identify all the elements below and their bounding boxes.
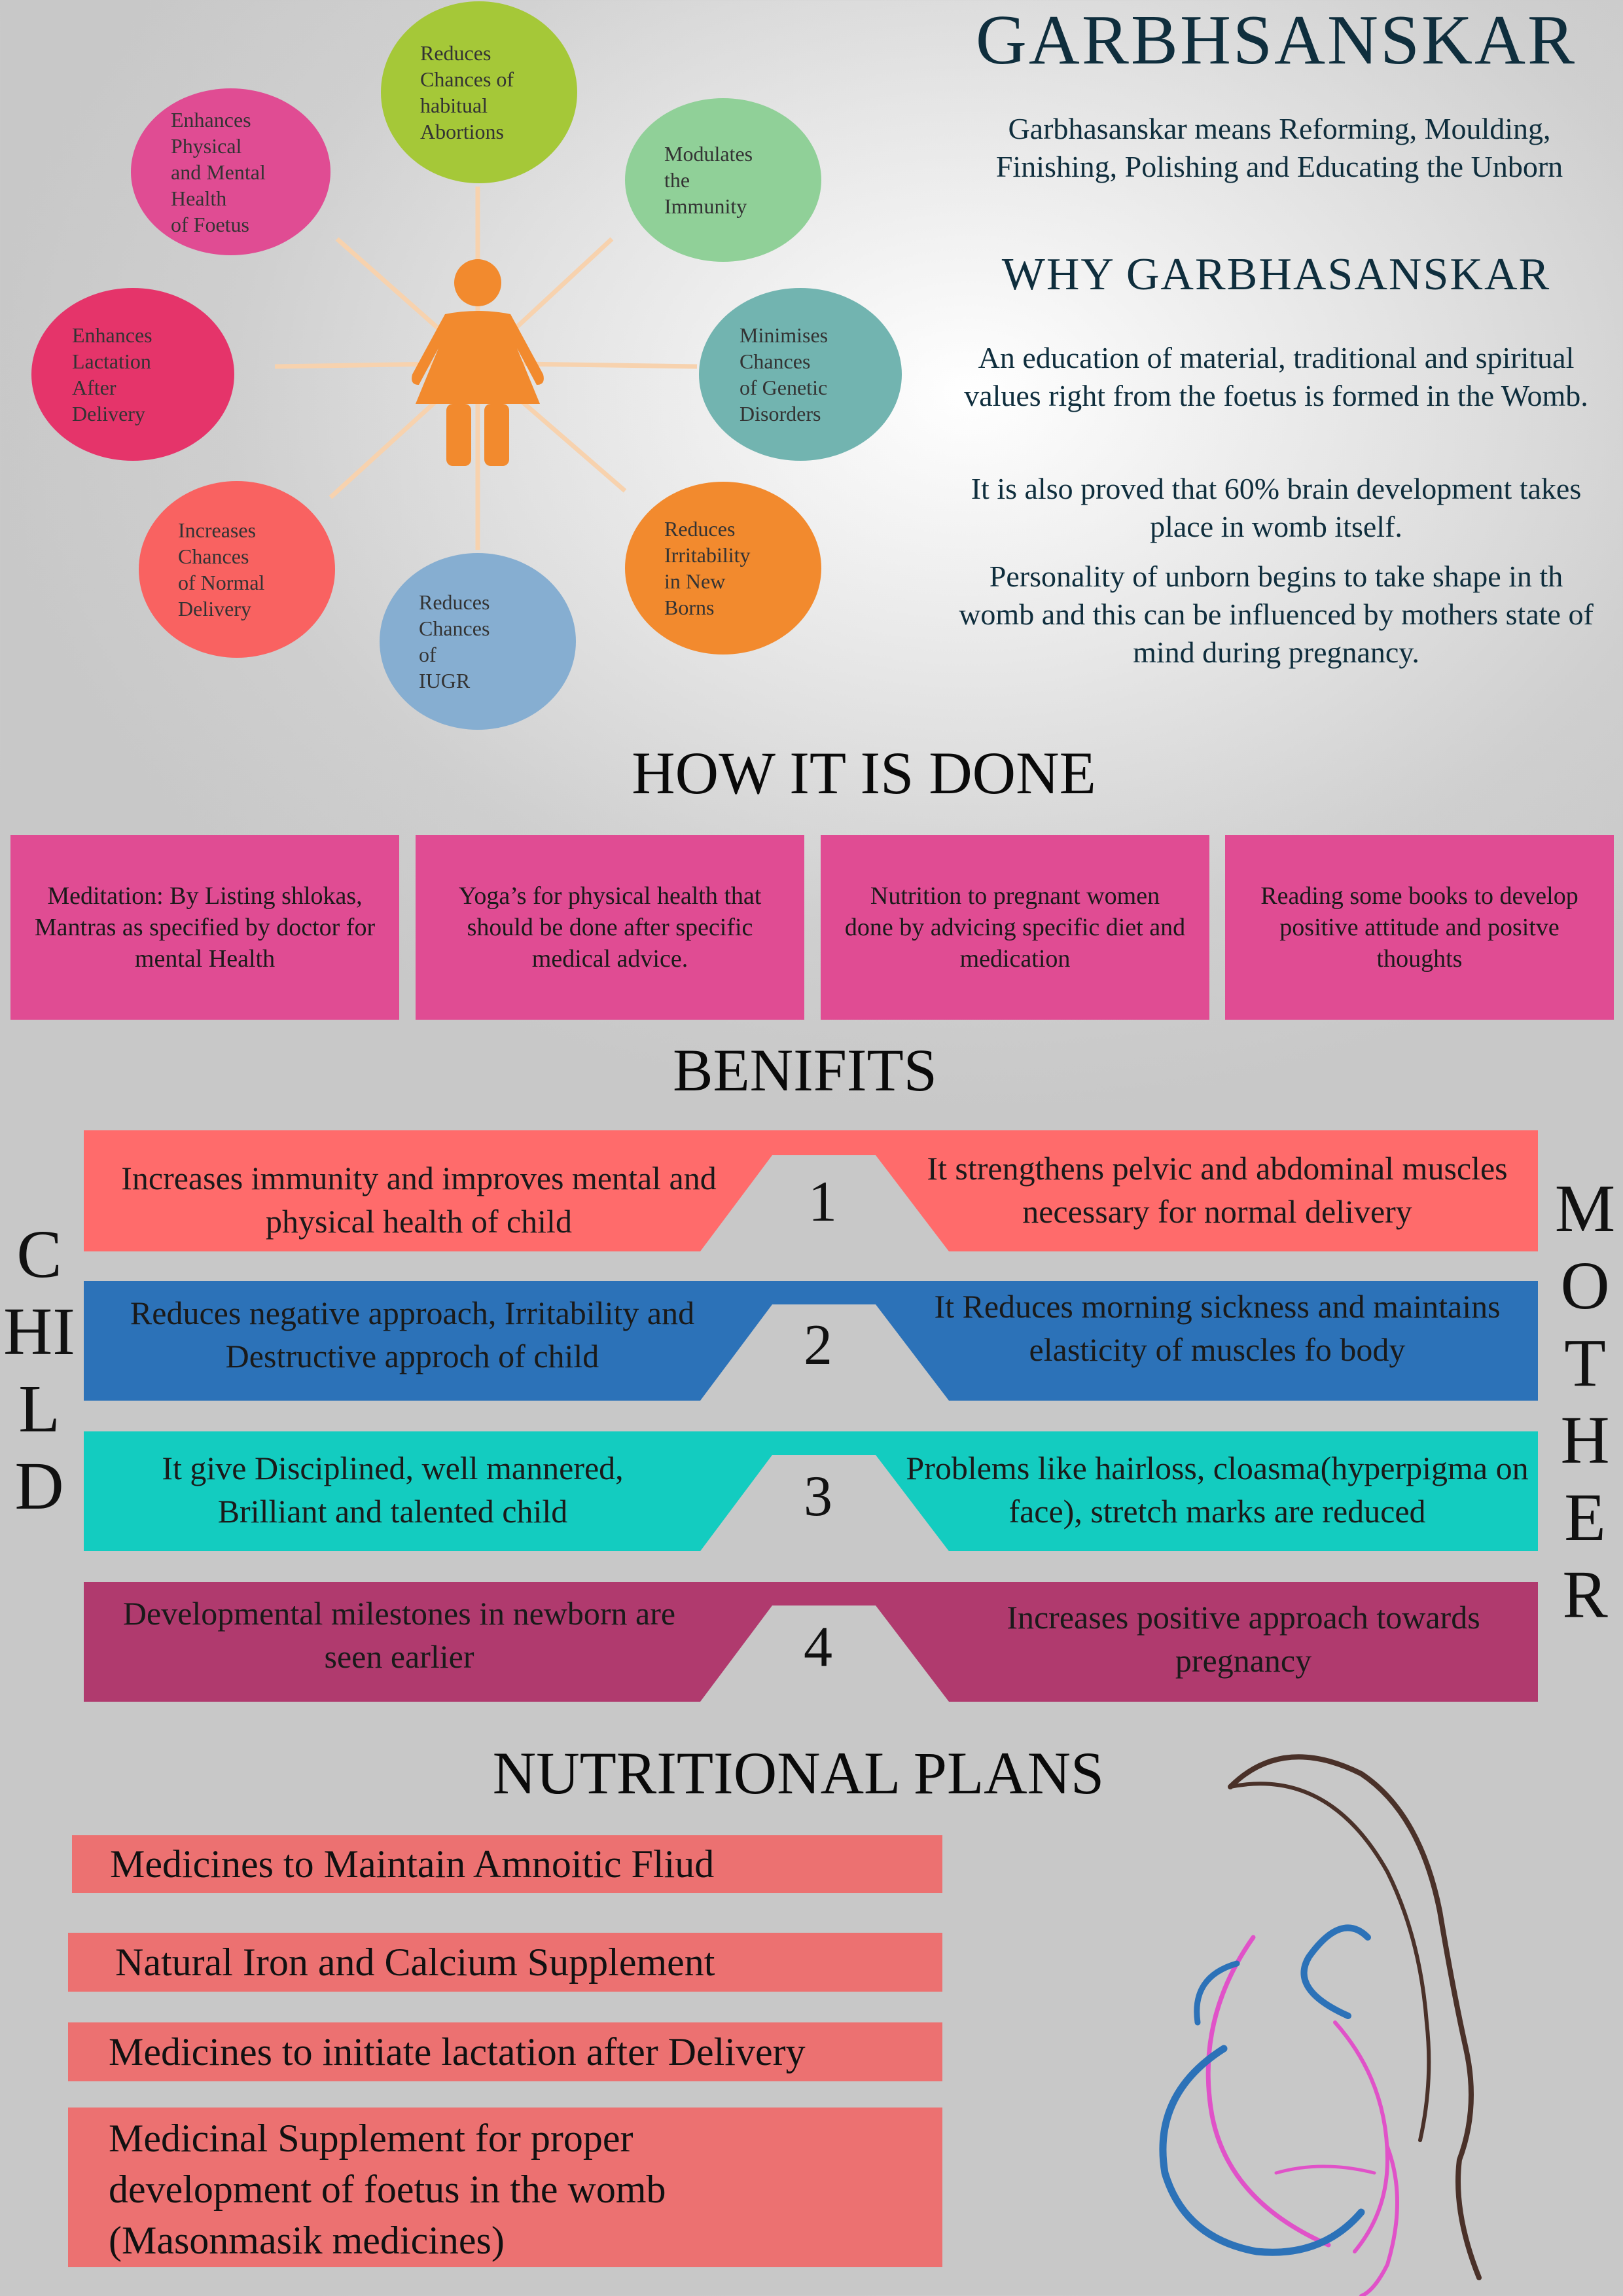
wheel-item-iugr: Reduces Chances of IUGR (380, 553, 576, 730)
plan-item: Medicines to Maintain Amnoitic Fliud (72, 1835, 942, 1893)
child-benefit: Developmental milestones in newborn are … (122, 1595, 676, 1675)
child-benefit: Reduces negative approach, Irritability … (130, 1295, 695, 1374)
wheel-item-label: Minimises Chances of Genetic Disorders (740, 323, 829, 425)
why-paragraph-1: An education of material, traditional an… (964, 341, 1588, 412)
wheel-item-label: Modulates the Immunity (664, 142, 753, 218)
wheel-item-label: Enhances Physical and Mental Health of F… (171, 107, 266, 236)
wheel-item-label: Enhances Lactation After Delivery (72, 323, 152, 425)
wheel-item-immunity: Modulates the Immunity (625, 98, 821, 262)
wheel-item-irritability: Reduces Irritability in New Borns (625, 482, 821, 655)
method-text: Meditation: By Listing shlokas, Mantras … (34, 882, 376, 973)
benefit-number: 2 (804, 1314, 832, 1377)
mother-benefit: Problems like hairloss, cloasma(hyperpig… (906, 1450, 1529, 1530)
mother-benefit: Increases positive approach towards preg… (1007, 1599, 1480, 1679)
wheel-item-normal-delivery: Increases Chances of Normal Delivery (139, 481, 335, 658)
method-box-meditation: Meditation: By Listing shlokas, Mantras … (10, 835, 399, 1020)
plan-item: Natural Iron and Calcium Supplement (68, 1933, 942, 1992)
pregnant-woman-illustration (1159, 1754, 1482, 2296)
benefit-bands (84, 1130, 1538, 1702)
woman-icon (412, 259, 544, 466)
wheel-item-foetus-health: Enhances Physical and Mental Health of F… (131, 88, 330, 255)
method-box-reading: Reading some books to develop positive a… (1225, 835, 1614, 1020)
wheel-item-genetic: Minimises Chances of Genetic Disorders (699, 288, 902, 461)
benefits-title: BENIFITS (673, 1037, 937, 1103)
benefit-number: 3 (804, 1465, 832, 1528)
page-title: GARBHSANSKAR (975, 1, 1577, 79)
plan-item: Medicinal Supplement for proper developm… (68, 2108, 942, 2267)
mother-label: MOTHER (1554, 1171, 1616, 1632)
method-text: Yoga’s for physical health that should b… (458, 882, 762, 973)
why-title: WHY GARBHASANSKAR (1001, 249, 1551, 300)
wheel-item-abortions: Reduces Chances of habitual Abortions (381, 1, 577, 183)
child-label: CHILD (3, 1217, 75, 1524)
method-box-yoga: Yoga’s for physical health that should b… (416, 835, 804, 1020)
why-paragraph-2: It is also proved that 60% brain develop… (971, 472, 1582, 543)
wheel-item-label: Reduces Irritability in New Borns (664, 517, 751, 619)
child-benefit: Increases immunity and improves mental a… (121, 1160, 717, 1240)
wheel-item-label: Reduces Chances of IUGR (419, 590, 490, 692)
plan-item: Medicines to initiate lactation after De… (68, 2022, 942, 2081)
wheel-item-lactation: Enhances Lactation After Delivery (31, 288, 234, 461)
method-box-nutrition: Nutrition to pregnant women done by advi… (821, 835, 1209, 1020)
method-text: Reading some books to develop positive a… (1260, 882, 1578, 973)
wheel-item-label: Increases Chances of Normal Delivery (178, 518, 265, 620)
definition-text: Garbhasanskar means Reforming, Moulding,… (995, 112, 1563, 183)
benefit-number: 4 (804, 1615, 832, 1679)
why-paragraph-3: Personality of unborn begins to take sha… (959, 560, 1594, 669)
mother-benefit: It Reduces morning sickness and maintain… (934, 1288, 1501, 1368)
how-title: HOW IT IS DONE (632, 740, 1096, 806)
child-benefit: It give Disciplined, well mannered, Bril… (162, 1450, 624, 1530)
wheel-item-label: Reduces Chances of habitual Abortions (420, 41, 514, 143)
nutrition-title: NUTRITIONAL PLANS (492, 1740, 1105, 1806)
method-text: Nutrition to pregnant women done by advi… (844, 882, 1186, 973)
mother-benefit: It strengthens pelvic and abdominal musc… (927, 1150, 1508, 1230)
benefit-number: 1 (808, 1170, 837, 1234)
